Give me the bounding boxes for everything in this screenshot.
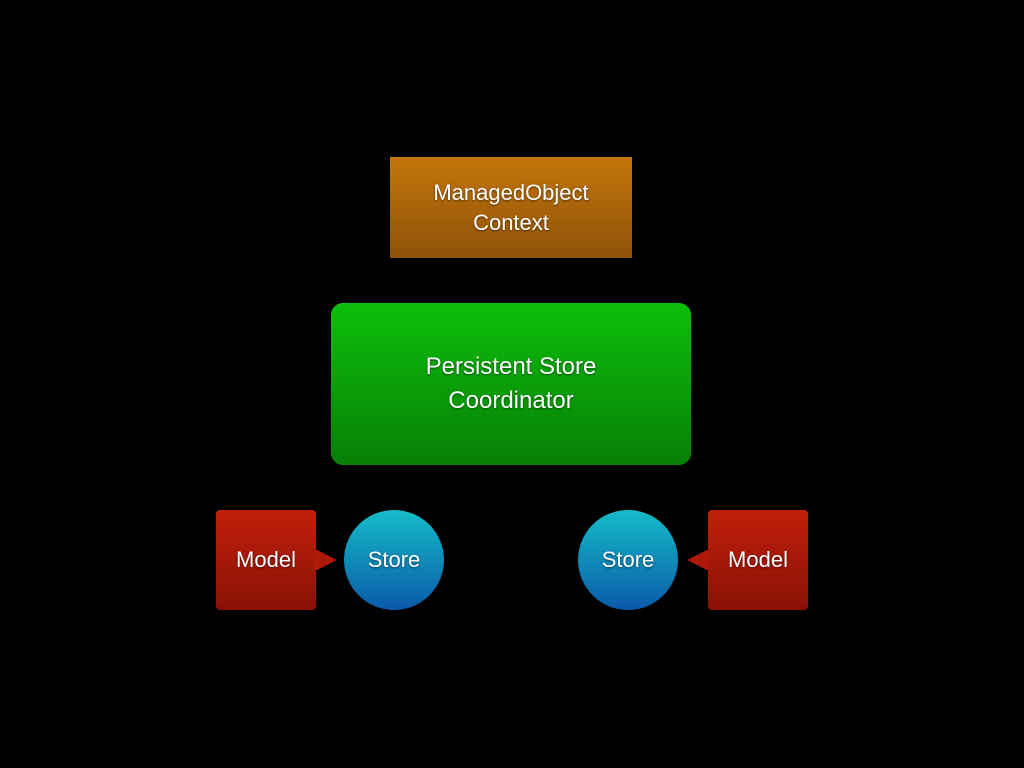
store-label-right: Store [601, 547, 655, 572]
store-circle-right: Store [578, 510, 678, 610]
persistent-store-coordinator-label: Persistent Store Coordinator [425, 353, 597, 414]
store-label-left: Store [367, 547, 421, 572]
model-label-left: Model [236, 547, 296, 572]
model-pointer-right [687, 549, 709, 571]
persistent-store-coordinator-box: Persistent Store Coordinator [331, 303, 691, 465]
managed-object-context-label: ManagedObject Context [433, 179, 589, 235]
model-box-right: Model [708, 510, 808, 610]
model-pointer-left [315, 549, 337, 571]
model-box-left: Model [216, 510, 316, 610]
managed-object-context-box: ManagedObject Context [390, 157, 632, 258]
model-label-right: Model [728, 547, 788, 572]
store-circle-left: Store [344, 510, 444, 610]
